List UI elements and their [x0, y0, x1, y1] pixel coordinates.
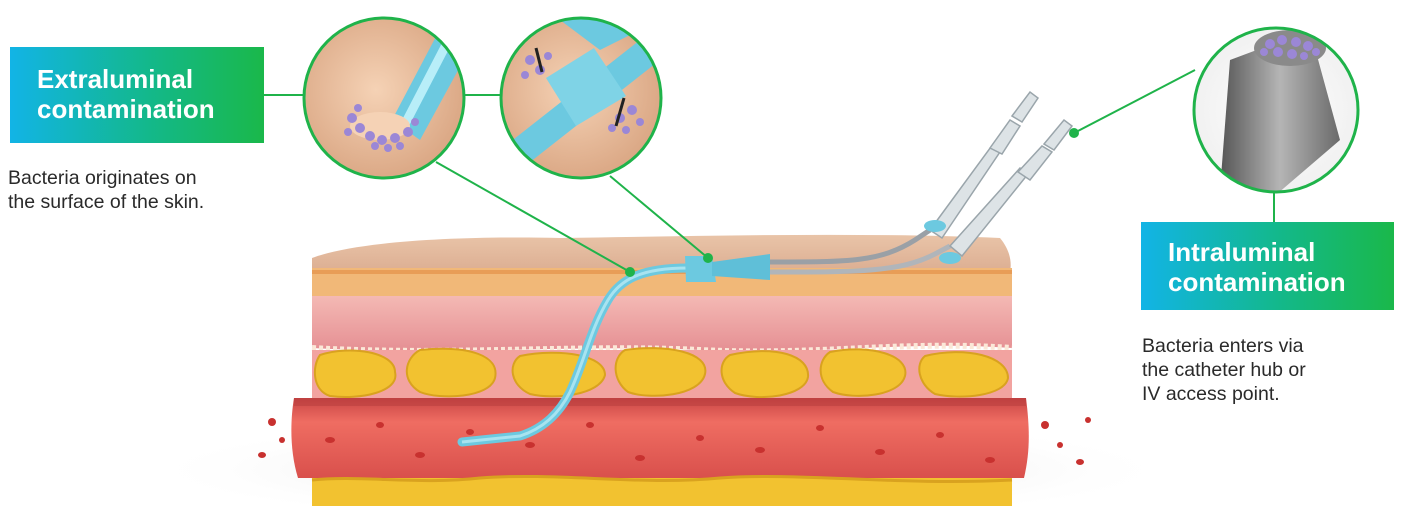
extraluminal-title-line1: Extraluminal	[37, 64, 264, 94]
intraluminal-desc-line2: the catheter hub or	[1142, 358, 1306, 382]
extraluminal-desc-line1: Bacteria originates on	[8, 166, 204, 190]
luer-connectors	[930, 92, 1072, 256]
point-marker	[625, 267, 635, 277]
extraluminal-title-line2: contamination	[37, 94, 264, 124]
vein	[291, 398, 1028, 478]
zoom-circle-securement	[500, 0, 661, 178]
dermis-layer	[312, 296, 1012, 351]
extraluminal-description: Bacteria originates on the surface of th…	[8, 166, 204, 214]
intraluminal-title-line2: contamination	[1168, 267, 1394, 297]
intraluminal-desc-line3: IV access point.	[1142, 382, 1306, 406]
point-marker	[703, 253, 713, 263]
zoom-circle-hub	[1194, 28, 1358, 200]
intraluminal-title-line1: Intraluminal	[1168, 237, 1394, 267]
intraluminal-desc-line1: Bacteria enters via	[1142, 334, 1306, 358]
intraluminal-description: Bacteria enters via the catheter hub or …	[1142, 334, 1306, 406]
extraluminal-label: Extraluminal contamination	[10, 47, 264, 143]
extraluminal-desc-line2: the surface of the skin.	[8, 190, 204, 214]
zoom-circle-skin-entry	[304, 10, 480, 178]
point-marker	[1069, 128, 1079, 138]
intraluminal-label: Intraluminal contamination	[1141, 222, 1394, 310]
